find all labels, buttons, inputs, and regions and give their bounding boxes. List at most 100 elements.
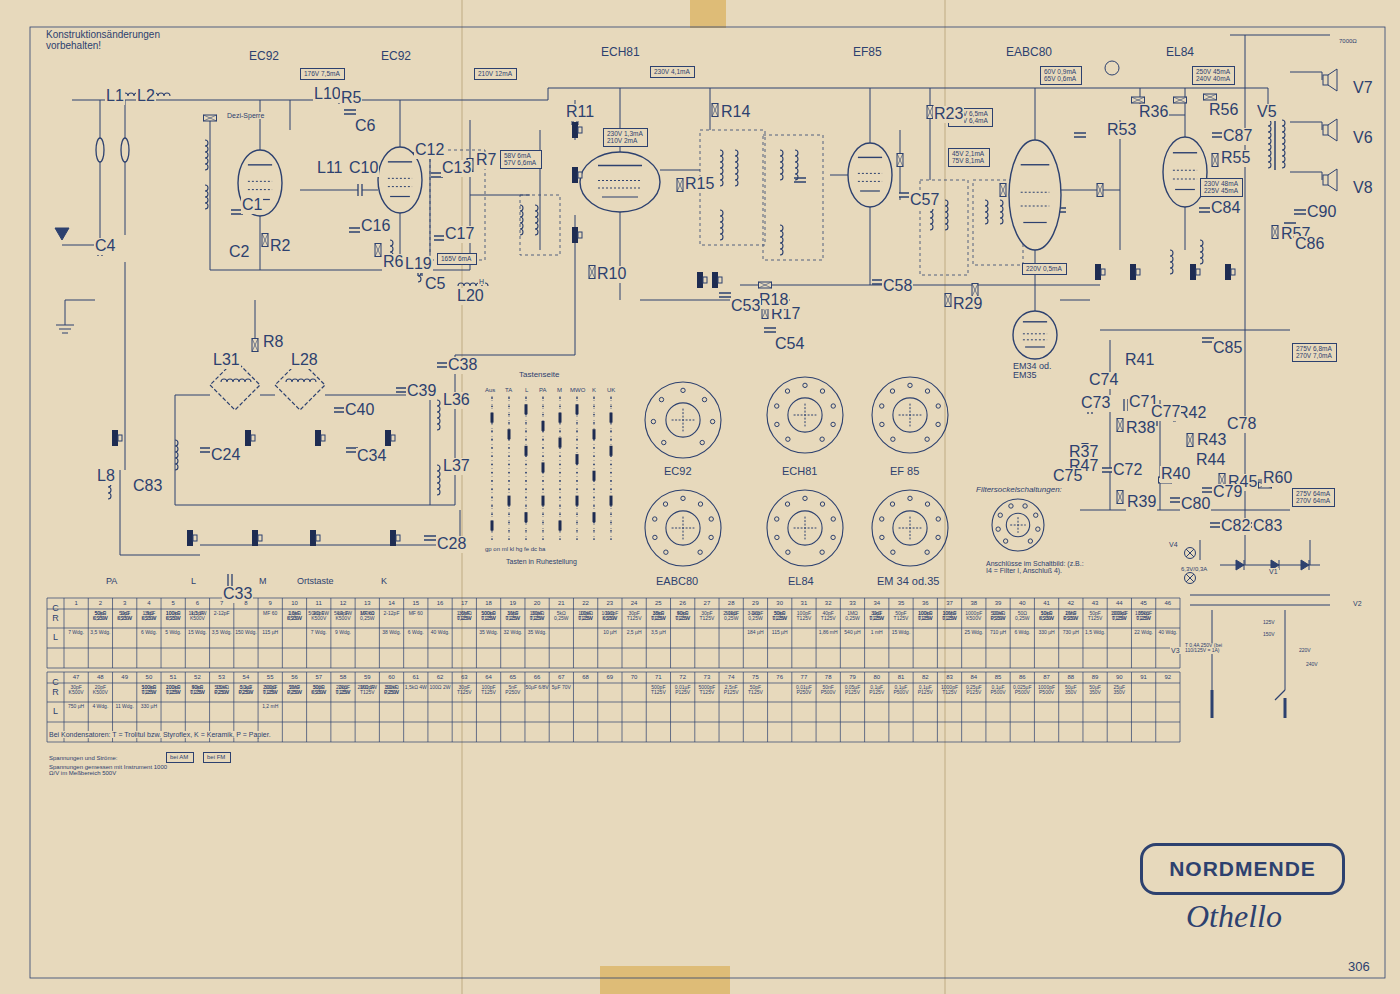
- wire: [1290, 72, 1322, 80]
- tube-name: EABC80: [1005, 46, 1053, 59]
- table-cell: 1,5 Wdg.: [1083, 630, 1107, 635]
- table-cell: 150 Wdg.: [234, 630, 258, 635]
- speaker-symbol: [1323, 69, 1337, 91]
- component-label: L28: [290, 352, 319, 369]
- capacitor-symbol: [764, 328, 776, 332]
- table-cell: 35kΩ 0,25W: [1131, 611, 1155, 622]
- filter-can: [520, 195, 560, 255]
- column-number: 26: [671, 600, 695, 606]
- switch-contact: [187, 530, 197, 546]
- table-cell: 5 Wdg.: [161, 630, 185, 635]
- capacitor-symbol: [228, 574, 232, 586]
- column-number: 64: [476, 674, 500, 680]
- wire: [125, 100, 126, 138]
- voltage-box: 230V 1,3mA210V 2mA: [603, 128, 648, 147]
- table-cell: 100kΩ 0,25W: [379, 685, 403, 696]
- column-number: 27: [695, 600, 719, 606]
- wire: [1060, 300, 1090, 301]
- voltage-box: 275V 64mA270V 64mA: [1292, 488, 1335, 507]
- table-cell: 100kΩ 0,25W: [573, 611, 597, 622]
- column-number: 49: [113, 674, 137, 680]
- note-text: gp on ml kl hg fe dc ba: [484, 546, 546, 552]
- table-cell: 2,5 µH: [622, 630, 646, 635]
- voltage-box: 165V 6mA: [437, 253, 477, 265]
- speaker-symbol: [1323, 119, 1337, 141]
- table-cell: 5kΩ 0,25W: [549, 611, 573, 622]
- table-cell: 1kΩ 0,25W: [743, 611, 767, 622]
- table-cell: 40 Wdg.: [1156, 630, 1180, 635]
- component-label: L20: [456, 288, 485, 305]
- resistor-symbol: [1272, 226, 1278, 239]
- resistor-symbol: [262, 234, 268, 247]
- table-cell: 25 Wdg.: [962, 630, 986, 635]
- component-label: C72: [1112, 462, 1143, 479]
- note-text: M: [258, 577, 268, 586]
- component-label: C83: [1252, 518, 1283, 535]
- antenna-socket: [96, 138, 104, 162]
- wire: [870, 207, 871, 285]
- table-cell: 1000pF T125V: [937, 685, 961, 696]
- wire: [1100, 330, 1290, 331]
- tube-symbol: [238, 150, 282, 216]
- component-label: L31: [212, 352, 241, 369]
- component-label: C73: [1080, 395, 1111, 412]
- note-text: Filtersockelschaltungen:: [975, 486, 1063, 494]
- component-label: C34: [356, 448, 387, 465]
- column-number: 21: [549, 600, 573, 606]
- coil-symbol: [286, 379, 316, 382]
- component-label: C57: [909, 192, 940, 209]
- wire: [1290, 122, 1322, 130]
- wire: [1285, 610, 1286, 690]
- column-number: 60: [379, 674, 403, 680]
- wire: [540, 130, 541, 250]
- wire: [65, 300, 95, 301]
- column-number: 56: [282, 674, 306, 680]
- note-text: Tasten in Ruhestellung: [505, 558, 578, 565]
- table-cell: 330 µH: [137, 704, 161, 709]
- switch-contact: [1130, 264, 1140, 280]
- capacitor-symbol: [1294, 210, 1306, 214]
- socket-diagram: [767, 490, 843, 566]
- wire: [100, 162, 101, 240]
- table-cell: 100kΩ 0,25W: [161, 685, 185, 696]
- table-cell: 115 µH: [768, 630, 792, 635]
- column-number: 5: [161, 600, 185, 606]
- coil-symbol: [780, 225, 783, 255]
- column-number: 24: [622, 600, 646, 606]
- tape: [600, 966, 730, 994]
- wire: [120, 470, 121, 555]
- column-number: 90: [1107, 674, 1131, 680]
- wire: [1284, 698, 1287, 718]
- table-cell: 500kΩ 0,25W: [986, 611, 1010, 622]
- wire: [290, 100, 291, 130]
- resistor-symbol: [972, 284, 978, 297]
- table-cell: 5kΩ 1W: [331, 611, 355, 616]
- column-number: 66: [525, 674, 549, 680]
- switch-contact: [245, 430, 255, 446]
- component-label: C84: [1210, 200, 1241, 217]
- lamp-symbol: [1186, 549, 1194, 557]
- note-text: K: [380, 577, 388, 586]
- capacitor-symbol: [719, 293, 731, 297]
- component-label: C10: [348, 160, 379, 177]
- table-cell: 0,1µF P125V: [913, 685, 937, 696]
- coil-symbol: [1200, 240, 1203, 264]
- node-text: 225V 45mA: [1204, 187, 1238, 194]
- column-number: 74: [719, 674, 743, 680]
- wire: [72, 88, 1232, 100]
- wire: [1035, 250, 1036, 311]
- component-label: C87: [1222, 128, 1253, 145]
- note-text: UK: [606, 387, 616, 393]
- note-text: 6,3V/0,3A: [1180, 566, 1208, 572]
- note-text: V2: [1352, 600, 1363, 607]
- component-label: L2: [136, 88, 156, 105]
- switch-contact: [572, 227, 582, 243]
- wire: [120, 555, 200, 556]
- table-cell: 1kΩ 0,25W: [113, 611, 137, 622]
- socket-name: EL84: [787, 576, 815, 588]
- column-number: 91: [1131, 674, 1155, 680]
- voltage-box: 230V 4,1mA: [650, 66, 695, 78]
- wire: [1275, 690, 1285, 700]
- node-text: 275V 6,8mA: [1296, 345, 1332, 352]
- node-text: 60V 0,9mA: [1044, 68, 1076, 75]
